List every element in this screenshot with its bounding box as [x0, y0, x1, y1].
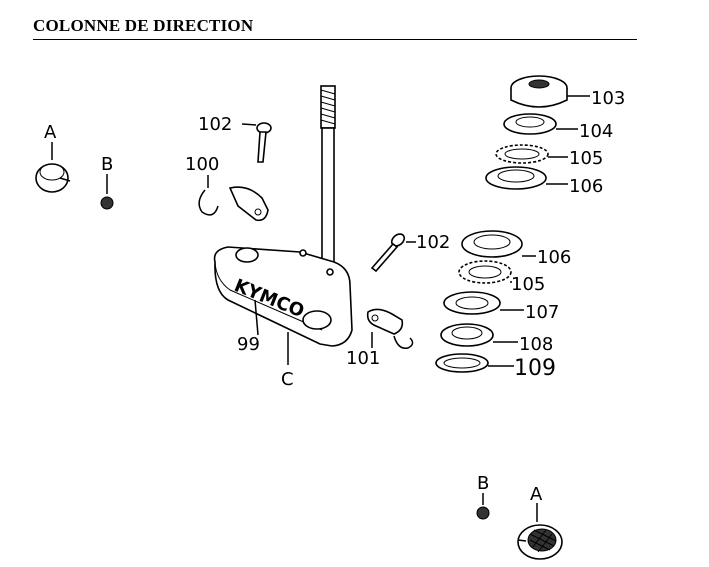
label-105-mid: 105 [511, 274, 545, 295]
page-title: COLONNE DE DIRECTION [33, 16, 254, 35]
label-b-left: B [101, 154, 113, 175]
label-99: 99 [237, 334, 260, 355]
label-101: 101 [346, 348, 380, 369]
label-109: 109 [514, 356, 556, 381]
part-b-nut-right: B [476, 473, 490, 520]
label-106-mid: 106 [537, 247, 571, 268]
label-a-left: A [44, 122, 57, 143]
label-104: 104 [579, 121, 613, 142]
part-b-nut-left: B [100, 154, 114, 210]
label-102-mid: 102 [416, 232, 450, 253]
label-108: 108 [519, 334, 553, 355]
part-102-bolt-top: 102 [198, 114, 272, 163]
label-a-right: A [530, 484, 543, 505]
part-99-triple-clamp: 99 KYMCO C [213, 246, 353, 390]
upper-bearing-stack: 103 104 105 106 [485, 75, 625, 197]
label-100: 100 [185, 154, 219, 175]
part-101-clip: 101 [346, 308, 414, 369]
label-c: C [281, 369, 294, 390]
lower-bearing-stack: 106 105 107 108 109 [435, 230, 571, 381]
title-rule [33, 39, 637, 40]
label-b-right: B [477, 473, 489, 494]
part-102-bolt-mid: 102 [370, 232, 450, 273]
part-100-clip: 100 [185, 154, 269, 222]
label-105-top: 105 [569, 148, 603, 169]
steering-stem [320, 85, 336, 269]
label-106-top: 106 [569, 176, 603, 197]
label-103: 103 [591, 88, 625, 109]
label-102-top: 102 [198, 114, 232, 135]
label-107: 107 [525, 302, 559, 323]
part-a-cap-left: A [35, 122, 71, 193]
part-a-cap-right: A [517, 484, 563, 560]
